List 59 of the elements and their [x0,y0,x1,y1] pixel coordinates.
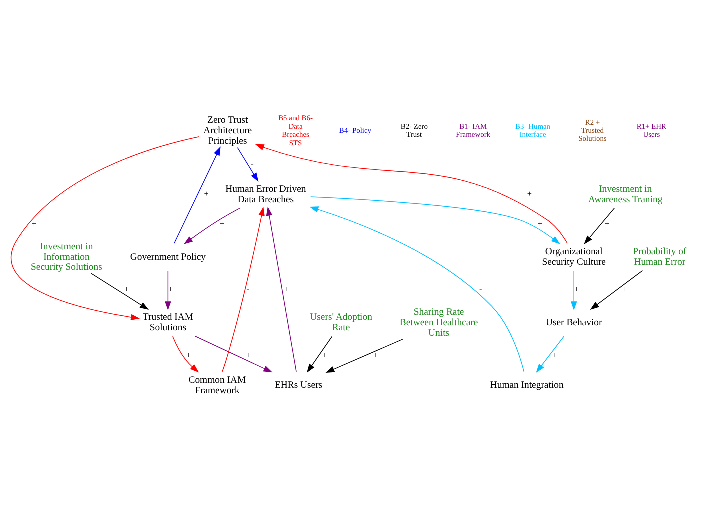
label: B1- IAM Framework [456,121,491,139]
arrow [172,336,200,372]
edge-label: + [552,350,558,360]
arrow [266,206,297,372]
label: R2 + Trusted Solutions [578,117,607,143]
node-text: Investment in Awareness Traning [588,183,663,205]
node-text: EHRs Users [274,380,323,391]
arrow [306,336,333,373]
arrow [590,270,644,310]
node-text: Users' Adoption Rate [310,312,372,334]
label: R1+ EHR Users [636,121,667,139]
arrow [222,206,265,372]
edge-label: + [574,284,580,294]
edge-label: + [538,219,542,228]
edge-label: + [622,284,628,294]
arrow [184,207,242,244]
edge-label: + [32,219,37,228]
edge-label: + [220,219,225,228]
edge-label: - [251,159,254,168]
arrow [584,207,616,244]
arrow [310,206,525,372]
edge-label: + [246,350,251,360]
node-text: Government Policy [130,251,206,262]
node-text: Investment in Information Security Solutions [31,240,102,273]
edge-label: + [322,350,327,360]
node-text: Organizational Security Culture [542,246,606,268]
node-text: Human Integration [490,380,564,391]
node-text: Probability of Human Error [633,246,687,268]
arrow [165,270,172,310]
node-text: Human Error Driven Data Breaches [226,183,306,205]
arrow [310,196,560,244]
label: B5 and B6- Data Breaches STS [278,113,313,147]
node-text: User Behavior [546,316,602,328]
label: B4- Policy [339,126,372,135]
edge-label: + [374,350,378,360]
arrow [255,144,568,244]
node-text: Trusted IAM Solutions [142,312,194,334]
arrow [11,136,200,320]
edge-label: + [604,219,610,228]
arrow [91,272,149,310]
edge-label: + [527,189,532,198]
arrow [570,270,578,310]
edge-label: + [204,189,209,198]
arrow [174,146,221,244]
edge-label: - [479,284,482,294]
label: B3- Human Interface [516,121,551,139]
edge-label: + [284,284,289,294]
edge-label: - [246,284,250,294]
arrow [195,336,273,372]
arrow [237,146,259,182]
node-text: Common IAM Framework [188,374,246,396]
edge-label: + [168,284,174,294]
edge-label: + [124,284,130,294]
arrow [536,336,564,372]
node-text: Zero Trust Architecture Principles [204,114,252,147]
label: B2- Zero Trust [400,121,428,139]
arrow [326,338,404,373]
node-text: Sharing Rate Between Healthcare Units [400,306,478,338]
edge-label: + [186,350,192,360]
